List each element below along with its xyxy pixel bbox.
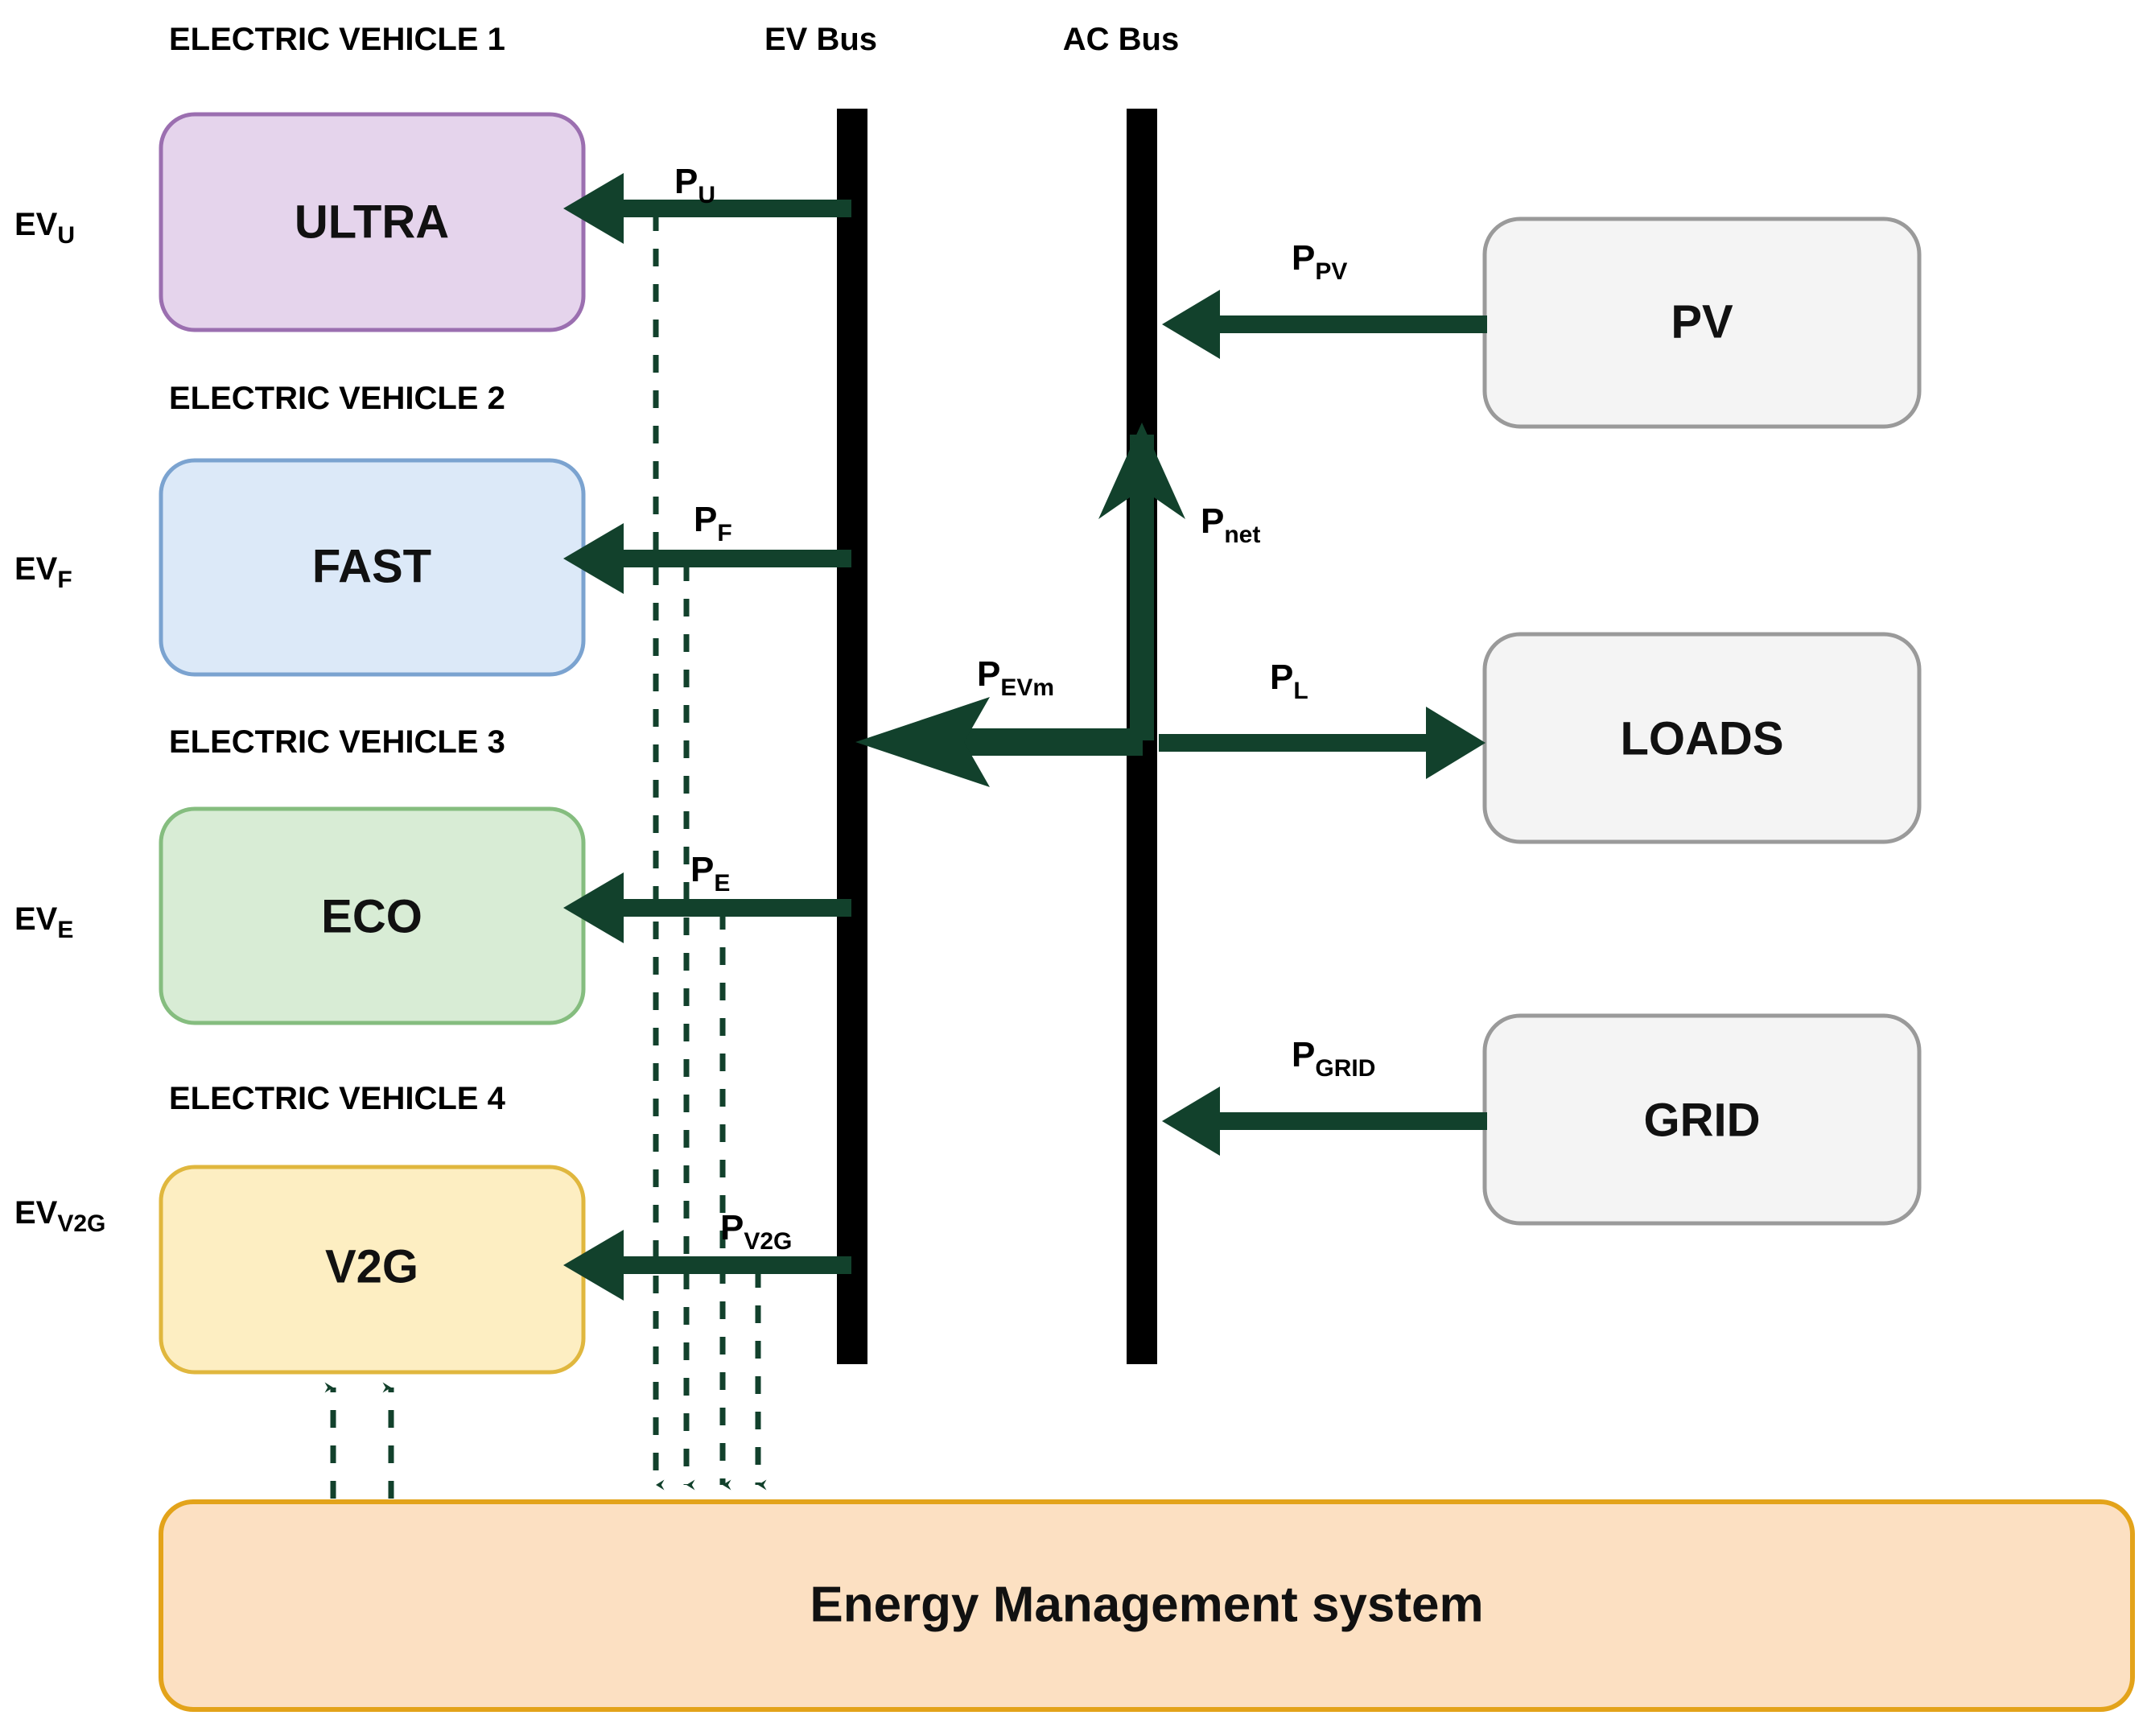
ultra-box[interactable]	[159, 112, 586, 332]
v2g-feedback-lines	[324, 1382, 394, 1499]
control-signal-lines	[653, 213, 767, 1491]
ems-group: Energy Management system	[159, 1499, 2135, 1712]
ev-power-arrows	[563, 173, 851, 1301]
pv-label: PV	[1671, 295, 1733, 348]
pv2g-power-label: PV2G	[720, 1208, 792, 1255]
grid-group: GRID	[1482, 1013, 1922, 1226]
eve-label: EVE	[14, 901, 73, 943]
ev4-header: ELECTRIC VEHICLE 4	[169, 1081, 506, 1116]
v2g-label: V2G	[325, 1240, 418, 1293]
ac-bus-label: AC Bus	[1063, 22, 1179, 57]
pgrid-power-label: PGRID	[1292, 1035, 1375, 1082]
ems-box[interactable]	[159, 1499, 2135, 1712]
loads-group: LOADS	[1482, 632, 1922, 844]
pl-power-label: PL	[1270, 658, 1308, 704]
pv-group: PV	[1482, 216, 1922, 429]
evu-label: EVU	[14, 207, 75, 249]
ev1-group: ELECTRIC VEHICLE 1 ULTRA EVU	[14, 22, 586, 332]
ev2-group: ELECTRIC VEHICLE 2 FAST EVF	[14, 381, 586, 677]
evv2g-label: EVV2G	[14, 1195, 105, 1237]
ev-bus-label: EV Bus	[764, 22, 877, 57]
ev4-group: ELECTRIC VEHICLE 4 V2G EVV2G	[14, 1081, 586, 1375]
loads-box[interactable]	[1482, 632, 1922, 844]
arrow-pf	[563, 523, 851, 594]
arrow-pgrid	[1162, 1087, 1487, 1156]
evf-label: EVF	[14, 551, 72, 593]
ev2-header: ELECTRIC VEHICLE 2	[169, 381, 505, 416]
ev3-header: ELECTRIC VEHICLE 3	[169, 724, 505, 760]
ppv-power-label: PPV	[1292, 238, 1347, 285]
arrow-pl	[1159, 707, 1486, 779]
ev-bus-bar	[837, 109, 867, 1364]
pe-power-label: PE	[690, 850, 730, 897]
ultra-label: ULTRA	[295, 196, 449, 248]
eco-label: ECO	[321, 890, 422, 942]
arrow-pevm	[855, 697, 1143, 787]
arrow-ppv	[1162, 290, 1487, 359]
loads-label: LOADS	[1621, 712, 1784, 765]
pnet-power-label: Pnet	[1201, 501, 1260, 548]
pevm-power-label: PEVm	[977, 654, 1054, 701]
pf-power-label: PF	[694, 500, 732, 546]
arrow-pv2g	[563, 1230, 851, 1301]
pu-power-label: PU	[674, 162, 715, 208]
arrow-pe	[563, 872, 851, 943]
ems-label: Energy Management system	[810, 1577, 1483, 1632]
ev1-header: ELECTRIC VEHICLE 1	[169, 22, 505, 57]
grid-label: GRID	[1644, 1094, 1761, 1146]
fast-label: FAST	[312, 540, 431, 592]
ev3-group: ELECTRIC VEHICLE 3 ECO EVE	[14, 724, 586, 1025]
arrow-pnet	[1098, 423, 1185, 740]
arrow-pu	[563, 173, 851, 244]
